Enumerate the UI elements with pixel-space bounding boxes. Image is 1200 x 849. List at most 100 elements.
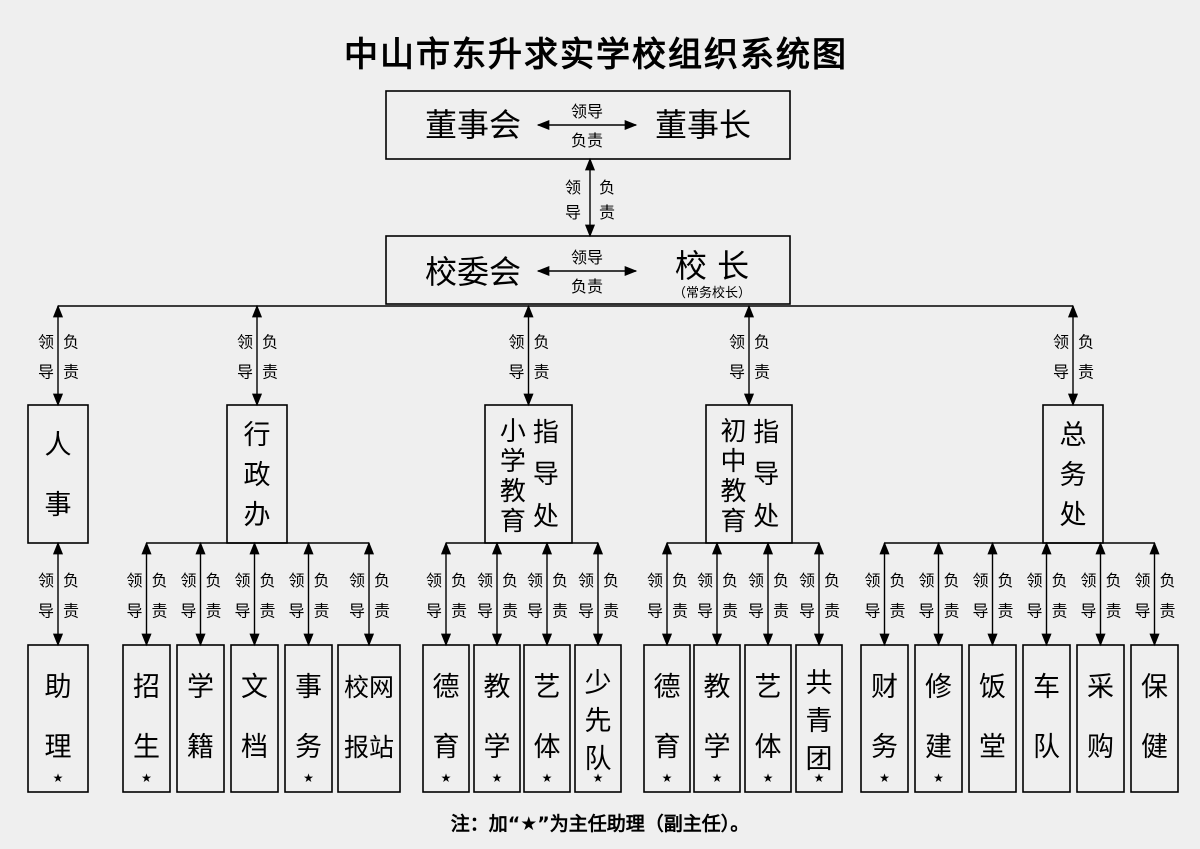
footnote: 注：加“★”为主任助理（副主任）。: [451, 812, 750, 835]
board-label: 董事会: [425, 106, 521, 144]
unit-label-char: 艺: [534, 672, 561, 703]
unit-link-lead-1: 领: [864, 571, 880, 590]
unit-link-lead-1: 领: [477, 571, 493, 590]
unit-link-lead-2: 导: [864, 601, 880, 620]
dept-3-link-lead-2: 导: [508, 362, 524, 381]
unit-box: [1130, 644, 1179, 793]
unit-link-resp-2: 责: [451, 601, 467, 620]
unit-link-lead-1: 领: [426, 571, 442, 590]
unit-label-char: 建: [925, 732, 952, 763]
unit-link-lead-2: 导: [918, 601, 934, 620]
unit-box: [968, 644, 1017, 793]
unit-link-lead-2: 导: [697, 601, 713, 620]
department-label-char: 中: [721, 447, 747, 477]
unit-label-char: 艺: [755, 672, 782, 703]
department-label-char: 学: [500, 447, 526, 477]
dept-5-link-resp-1: 负: [1078, 333, 1094, 352]
unit-link-resp-1: 负: [890, 571, 906, 590]
unit-link-resp-1: 负: [451, 571, 467, 590]
principal-sub-label: （常务校长）: [673, 285, 751, 301]
link-lead-1: 领: [565, 178, 581, 197]
star-mark: ★: [441, 771, 452, 785]
unit-link-lead-1: 领: [1134, 571, 1150, 590]
school-box: 校委会 校 长 （常务校长） 领导 负责: [385, 235, 791, 305]
unit-link-resp-2: 责: [672, 601, 688, 620]
unit-label-char: 队: [1033, 732, 1060, 763]
unit-label-char: 健: [1141, 732, 1168, 763]
star-mark: ★: [712, 771, 723, 785]
unit-label-char: 务: [871, 732, 898, 763]
unit-link-lead-2: 导: [1026, 601, 1042, 620]
unit-link-lead-2: 导: [349, 601, 365, 620]
unit-link-resp-2: 责: [824, 601, 840, 620]
unit-box: [1022, 644, 1071, 793]
unit-link-lead-2: 导: [234, 601, 250, 620]
unit-link-lead-1: 领: [288, 571, 304, 590]
board-box: 董事会 董事长 领导 负责: [385, 90, 791, 160]
dept-2-link-resp-2: 责: [262, 362, 278, 381]
unit-link-resp-1: 负: [63, 571, 79, 590]
board-school-link: 领 导 负 责: [565, 157, 615, 238]
unit-label-char: 育: [654, 732, 681, 763]
unit-link-resp-1: 负: [260, 571, 276, 590]
unit-label-char: 籍: [187, 732, 214, 763]
unit-link-lead-1: 领: [972, 571, 988, 590]
unit-link-lead-2: 导: [748, 601, 764, 620]
unit-link-resp-1: 负: [672, 571, 688, 590]
dept-3-link-resp-1: 负: [534, 333, 550, 352]
unit-label-char: 教: [704, 672, 731, 703]
school-arrow-lead: 领导: [571, 248, 603, 267]
board-arrow-resp: 负责: [571, 131, 603, 150]
unit-link-resp-2: 责: [1160, 601, 1176, 620]
departments: 领导负责人事领导负责助理★领导负责行政办领导负责招生★领导负责学籍领导负责文档领…: [27, 304, 1179, 793]
unit-link-resp-1: 负: [1160, 571, 1176, 590]
dept-1-link-resp-1: 负: [63, 333, 79, 352]
department-label-char: 处: [753, 502, 779, 532]
dept-1-link-lead-1: 领: [38, 333, 54, 352]
unit-label-char: 助: [45, 672, 72, 703]
department-label-char: 指: [753, 418, 779, 448]
star-mark: ★: [879, 771, 890, 785]
unit-box: [422, 644, 470, 793]
unit-link-resp-2: 责: [998, 601, 1014, 620]
department-label-char: 小: [500, 417, 526, 447]
unit-link-lead-1: 领: [647, 571, 663, 590]
dept-2-link-lead-2: 导: [237, 362, 253, 381]
unit-link-resp-1: 负: [314, 571, 330, 590]
department-label-char: 务: [1060, 460, 1087, 491]
department-box: [27, 404, 89, 544]
unit-link-lead-1: 领: [1026, 571, 1042, 590]
department-label-char: 行: [244, 420, 271, 451]
link-resp-1: 负: [599, 178, 615, 197]
unit-label-char: 保: [1141, 672, 1168, 703]
unit-link-resp-2: 责: [1106, 601, 1122, 620]
unit-label-char: 少: [585, 668, 612, 699]
star-mark: ★: [53, 771, 64, 785]
unit-link-resp-1: 负: [603, 571, 619, 590]
unit-label-char: 体: [534, 732, 561, 763]
link-resp-2: 责: [599, 203, 615, 222]
department-label-char: 政: [244, 460, 271, 491]
unit-label-char: 育: [433, 732, 460, 763]
unit-label-char: 学: [704, 732, 731, 763]
unit-link-lead-1: 领: [799, 571, 815, 590]
department-label-char: 教: [721, 477, 747, 507]
unit-label-char: 青: [806, 706, 833, 737]
board-arrow-lead: 领导: [571, 102, 603, 121]
school-committee-label: 校委会: [425, 253, 521, 291]
unit-box: [284, 644, 333, 793]
department-box: [484, 404, 573, 544]
unit-link-lead-2: 导: [38, 601, 54, 620]
unit-link-lead-1: 领: [527, 571, 543, 590]
unit-link-lead-2: 导: [288, 601, 304, 620]
